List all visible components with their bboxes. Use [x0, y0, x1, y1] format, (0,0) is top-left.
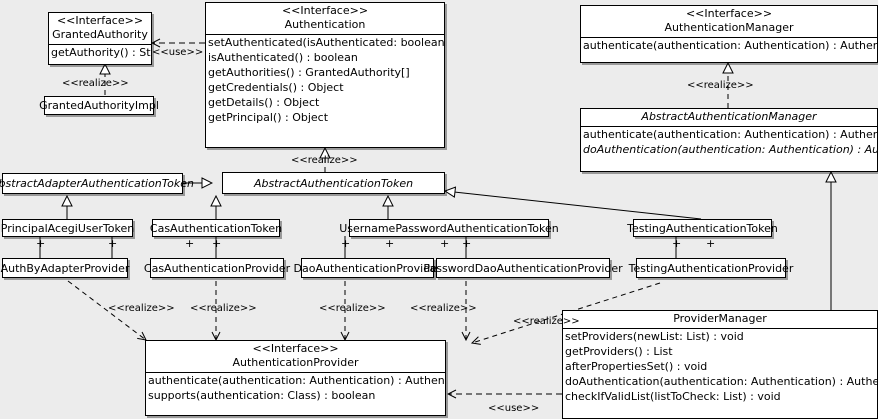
edge-label-realize-dao-authentication-provider: <<realize>> [319, 303, 386, 314]
class-name-label: CasAuthenticationToken [149, 221, 283, 235]
class-header-provider-manager: ProviderManager [563, 311, 877, 328]
member-row: getPrincipal() : Object [208, 111, 329, 124]
edge-label-realize-auth-by-adapter-provider: <<realize>> [108, 303, 175, 314]
members-compartment: authenticate(authentication: Authenticat… [146, 373, 445, 403]
multiplicity-upat-left: + [341, 237, 351, 250]
class-name-label: ProviderManager [673, 312, 767, 325]
class-header-authentication-manager: <<Interface>> AuthenticationManager [581, 6, 877, 37]
edge-label-use-provider-manager: <<use>> [488, 403, 540, 414]
class-name-label: AuthenticationManager [664, 21, 794, 34]
members-compartment: authenticate(authentication: Authenticat… [581, 38, 877, 53]
class-authentication-manager[interactable]: <<Interface>> AuthenticationManager auth… [580, 5, 878, 63]
class-provider-manager[interactable]: ProviderManager setProviders(newList: Li… [562, 310, 878, 419]
class-abstract-authentication-manager[interactable]: AbstractAuthenticationManager authentica… [580, 108, 878, 172]
multiplicity-principal-right: + [108, 237, 118, 250]
members-compartment: setProviders(newList: List) : void getPr… [563, 329, 877, 404]
member-row: doAuthentication(authentication: Authent… [583, 143, 877, 156]
multiplicity-cas-right: + [212, 237, 222, 250]
class-principal-acegi-user-token[interactable]: PrincipalAcegiUserToken [1, 219, 134, 237]
member-row: setAuthenticated(isAuthenticated: boolea… [208, 36, 444, 49]
stereotype-label: <<Interface>> [281, 4, 369, 17]
member-row: getAuthority() : String [51, 46, 151, 59]
class-abstract-authentication-token[interactable]: AbstractAuthenticationToken [222, 172, 445, 194]
class-name-label: TestingAuthenticationToken [627, 221, 778, 235]
member-row: getDetails() : Object [208, 96, 320, 109]
class-testing-authentication-provider[interactable]: TestingAuthenticationProvider [629, 258, 793, 278]
edge-label-realize-granted-authority-impl: <<realize>> [62, 78, 129, 89]
multiplicity-testing-right: + [706, 237, 716, 250]
member-row: afterPropertiesSet() : void [565, 360, 708, 373]
class-header-granted-authority: <<Interface>> GrantedAuthority [49, 13, 151, 44]
class-abstract-adapter-authentication-token[interactable]: AbstractAdapterAuthenticationToken [0, 173, 194, 194]
stereotype-label: <<Interface>> [56, 14, 144, 27]
multiplicity-upat-right: + [462, 237, 472, 250]
class-name-label: AuthByAdapterProvider [0, 261, 130, 275]
edge-label-realize-cas-authentication-provider: <<realize>> [190, 303, 257, 314]
class-granted-authority[interactable]: <<Interface>> GrantedAuthority getAuthor… [48, 12, 152, 65]
edge-label-realize-abstract-authentication-token: <<realize>> [291, 155, 358, 166]
class-password-dao-authentication-provider[interactable]: PasswordDaoAuthenticationProvider [423, 258, 623, 278]
divider [49, 44, 151, 45]
class-cas-authentication-token[interactable]: CasAuthenticationToken [150, 219, 282, 237]
class-name-label: Authentication [284, 18, 366, 31]
class-cas-authentication-provider[interactable]: CasAuthenticationProvider [144, 258, 290, 278]
class-name-label: TestingAuthenticationProvider [628, 261, 794, 275]
class-name-label: PrincipalAcegiUserToken [0, 221, 135, 235]
member-row: setProviders(newList: List) : void [565, 330, 744, 343]
member-row: supports(authentication: Class) : boolea… [148, 389, 376, 402]
class-name-label: AuthenticationProvider [232, 356, 359, 369]
member-row: isAuthenticated() : boolean [208, 51, 358, 64]
class-name-label: GrantedAuthority [52, 28, 148, 41]
class-name-label: UsernamePasswordAuthenticationToken [339, 221, 559, 235]
class-header-authentication-provider: <<Interface>> AuthenticationProvider [146, 341, 445, 372]
class-name-label: GrantedAuthorityImpl [39, 99, 159, 112]
class-header-abstract-authentication-manager: AbstractAuthenticationManager [581, 109, 877, 126]
class-header-authentication: <<Interface>> Authentication [206, 3, 444, 34]
divider [563, 328, 877, 329]
multiplicity-upat-mid-left: + [385, 237, 395, 250]
member-row: getCredentials() : Object [208, 81, 344, 94]
member-row: authenticate(authentication: Authenticat… [148, 374, 445, 387]
class-authentication-provider[interactable]: <<Interface>> AuthenticationProvider aut… [145, 340, 446, 416]
member-row: authenticate(authentication: Authenticat… [583, 39, 877, 52]
divider [206, 34, 444, 35]
class-name-label: PasswordDaoAuthenticationProvider [423, 261, 623, 275]
class-name-label: CasAuthenticationProvider [143, 261, 291, 275]
edge-label-use-granted-authority: <<use>> [152, 47, 204, 58]
member-row: getAuthorities() : GrantedAuthority[] [208, 66, 410, 79]
class-authentication[interactable]: <<Interface>> Authentication setAuthenti… [205, 2, 445, 148]
members-compartment: setAuthenticated(isAuthenticated: boolea… [206, 35, 444, 125]
member-row: authenticate(authentication: Authenticat… [583, 128, 877, 141]
stereotype-label: <<Interface>> [685, 7, 773, 20]
edge-label-realize-testing-authentication-provider: <<realize>> [513, 316, 580, 327]
multiplicity-cas-left: + [185, 237, 195, 250]
class-granted-authority-impl[interactable]: GrantedAuthorityImpl [39, 96, 159, 115]
class-name-label: DaoAuthenticationProvider [293, 261, 442, 275]
divider [581, 126, 877, 127]
member-row: checkIfValidList(listToCheck: List) : vo… [565, 390, 781, 403]
multiplicity-principal-left: + [36, 237, 46, 250]
class-auth-by-adapter-provider[interactable]: AuthByAdapterProvider [1, 258, 129, 278]
divider [581, 37, 877, 38]
members-compartment: authenticate(authentication: Authenticat… [581, 127, 877, 157]
class-name-label: AbstractAuthenticationManager [641, 110, 817, 123]
member-row: doAuthentication(authentication: Authent… [565, 375, 877, 388]
class-name-label: AbstractAuthenticationToken [253, 176, 414, 190]
members-compartment: getAuthority() : String [49, 45, 151, 60]
class-testing-authentication-token[interactable]: TestingAuthenticationToken [627, 219, 778, 237]
edge-label-realize-abstract-authentication-manager: <<realize>> [687, 80, 754, 91]
stereotype-label: <<Interface>> [252, 342, 339, 355]
multiplicity-testing-left: + [672, 237, 682, 250]
member-row: getProviders() : List [565, 345, 673, 358]
multiplicity-upat-mid-right: + [440, 237, 450, 250]
divider [146, 372, 445, 373]
class-dao-authentication-provider[interactable]: DaoAuthenticationProvider [294, 258, 442, 278]
class-name-label: AbstractAdapterAuthenticationToken [0, 177, 194, 190]
edge-label-realize-password-dao-authentication-provider: <<realize>> [410, 303, 477, 314]
class-username-password-authentication-token[interactable]: UsernamePasswordAuthenticationToken [339, 219, 559, 237]
